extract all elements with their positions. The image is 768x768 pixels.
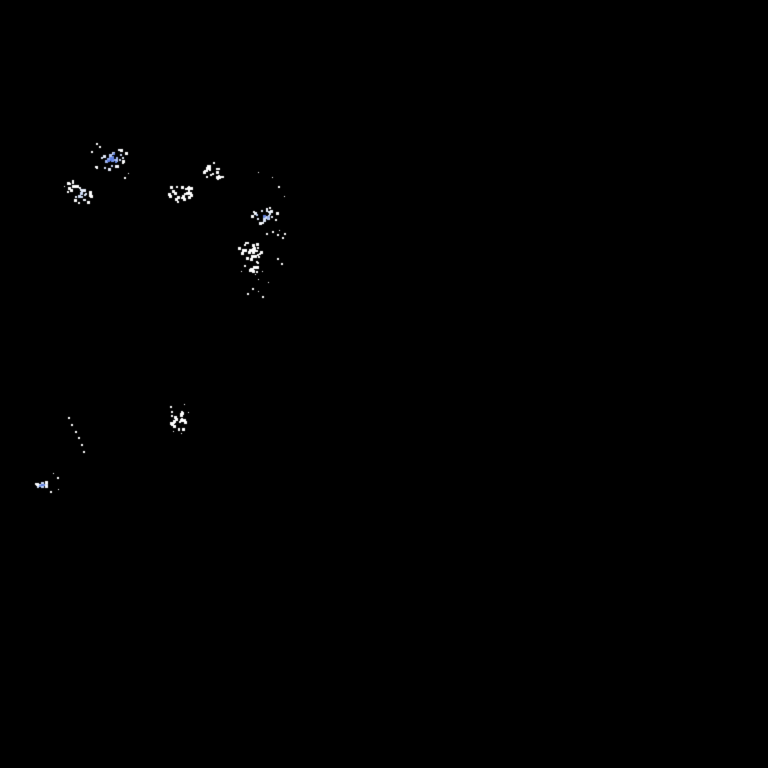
radar-reflectivity-canvas — [0, 0, 768, 768]
radar-viewport — [0, 0, 768, 768]
